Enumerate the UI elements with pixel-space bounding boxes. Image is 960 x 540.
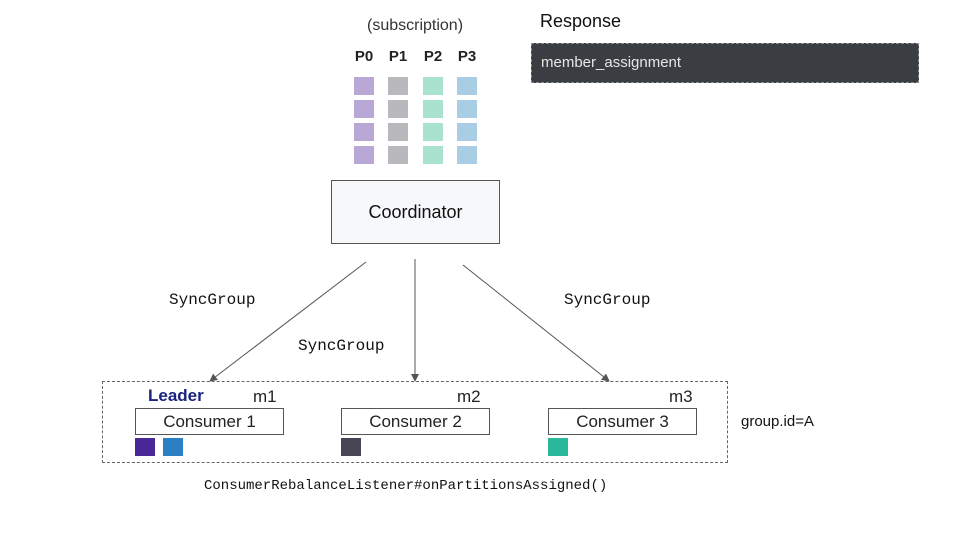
subscription-cell-p3 <box>457 77 477 95</box>
assigned-partition-square <box>135 438 155 456</box>
member-id-m3: m3 <box>669 387 693 406</box>
partition-label-p3: P3 <box>457 48 477 65</box>
syncgroup-label-left: SyncGroup <box>169 291 256 309</box>
partition-label-p1: P1 <box>388 48 408 65</box>
syncgroup-label-center: SyncGroup <box>298 337 385 355</box>
subscription-cell-p1 <box>388 146 408 164</box>
subscription-cell-p2 <box>423 123 443 141</box>
subscription-cell-p0 <box>354 146 374 164</box>
assigned-partition-square <box>341 438 361 456</box>
member-id-m2: m2 <box>457 387 481 406</box>
subscription-label: (subscription) <box>366 17 464 34</box>
subscription-cell-p3 <box>457 100 477 118</box>
subscription-cell-p2 <box>423 146 443 164</box>
arrow-to-consumer-1 <box>209 261 367 382</box>
subscription-cell-p0 <box>354 123 374 141</box>
group-id-label: group.id=A <box>741 413 814 430</box>
subscription-cell-p0 <box>354 77 374 95</box>
member-id-m1: m1 <box>253 387 277 406</box>
subscription-cell-p1 <box>388 100 408 118</box>
subscription-cell-p1 <box>388 77 408 95</box>
subscription-cell-p0 <box>354 100 374 118</box>
partition-label-p0: P0 <box>354 48 374 65</box>
subscription-cell-p2 <box>423 100 443 118</box>
subscription-cell-p2 <box>423 77 443 95</box>
rebalance-listener-label: ConsumerRebalanceListener#onPartitionsAs… <box>204 478 608 494</box>
syncgroup-label-right: SyncGroup <box>564 291 651 309</box>
assigned-partition-square <box>163 438 183 456</box>
partition-label-p2: P2 <box>423 48 443 65</box>
consumer-1-box: Consumer 1 <box>135 408 284 435</box>
response-member-assignment: member_assignment <box>531 43 919 83</box>
subscription-cell-p3 <box>457 146 477 164</box>
response-title: Response <box>540 11 622 31</box>
consumer-2-box: Consumer 2 <box>341 408 490 435</box>
consumer-3-box: Consumer 3 <box>548 408 697 435</box>
subscription-cell-p3 <box>457 123 477 141</box>
consumer-group-box <box>102 381 728 463</box>
leader-label: Leader <box>148 386 204 405</box>
subscription-cell-p1 <box>388 123 408 141</box>
coordinator-node: Coordinator <box>331 180 500 244</box>
arrow-to-consumer-3 <box>462 264 610 382</box>
assigned-partition-square <box>548 438 568 456</box>
